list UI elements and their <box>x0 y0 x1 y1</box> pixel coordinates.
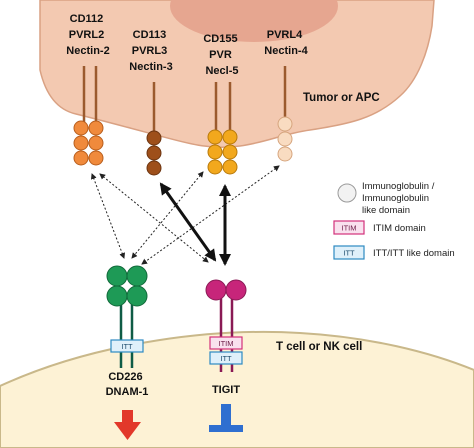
ligand-label-cd155: CD155 PVR Necl-5 <box>203 33 240 77</box>
cd226-label: CD226 DNAM-1 <box>106 371 149 398</box>
apc-cell <box>39 0 435 149</box>
tigit-ig-domains <box>205 279 247 301</box>
legend-itt-box-label: ITT <box>343 249 355 258</box>
tigit-itim-label: ITIM <box>219 339 234 348</box>
ligand-label-nectin3: CD113 PVRL3 Nectin-3 <box>129 29 172 73</box>
apc-label: Tumor or APC <box>303 92 380 104</box>
cd226-itt-domain <box>110 339 144 353</box>
legend-itim-box-label: ITIM <box>342 224 357 233</box>
tcell-cell <box>0 330 474 448</box>
ligand-label-nectin4: PVRL4 Nectin-4 <box>264 29 308 57</box>
tigit-label: TIGIT <box>212 384 240 396</box>
tigit-itt-label: ITT <box>220 354 232 363</box>
legend-itim-text: ITIM domain <box>373 223 426 234</box>
cd155-stalk <box>214 82 232 132</box>
legend-ig-domain-icon <box>337 183 357 203</box>
activation-arrow-icon <box>114 410 141 440</box>
strong-interaction-arrows <box>159 182 231 266</box>
nectin4-ig-domains <box>277 116 293 162</box>
nectin2-ig-domains <box>73 120 104 166</box>
tigit-itt-domain <box>209 351 243 365</box>
legend-itim-box <box>333 220 365 235</box>
cd226-stalk <box>119 304 134 368</box>
cd226-ig-domains <box>106 265 148 307</box>
ligand-label-nectin2: CD112 PVRL2 Nectin-2 <box>66 13 109 57</box>
cd226-itt-label: ITT <box>121 342 133 351</box>
apc-nucleus <box>170 0 338 42</box>
nectin2-stalk <box>82 66 98 122</box>
weak-interaction-arrows <box>90 165 280 265</box>
tigit-itim-domain <box>209 336 243 350</box>
tcell-label: T cell or NK cell <box>276 341 362 353</box>
legend-itt-box <box>333 245 365 260</box>
legend-ig-text: Immunoglobulin / Immunoglobulin like dom… <box>362 181 437 216</box>
nectin3-ig-domains <box>146 130 162 176</box>
legend-itt-text: ITT/ITT like domain <box>373 248 455 259</box>
inhibition-bar-icon <box>209 404 243 432</box>
